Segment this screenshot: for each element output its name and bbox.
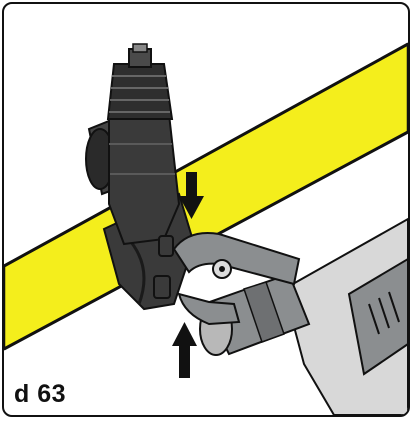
press-direction-down-arrow-icon bbox=[179, 172, 204, 219]
pipe-size-label: d 63 bbox=[14, 380, 67, 408]
press-tool bbox=[172, 217, 408, 415]
press-direction-up-arrow-icon bbox=[172, 322, 197, 378]
press-fitting-illustration bbox=[4, 42, 408, 415]
illustration-frame: d 63 bbox=[2, 2, 410, 417]
gas-pipe bbox=[4, 42, 408, 351]
tapping-tee-fitting bbox=[85, 43, 196, 311]
